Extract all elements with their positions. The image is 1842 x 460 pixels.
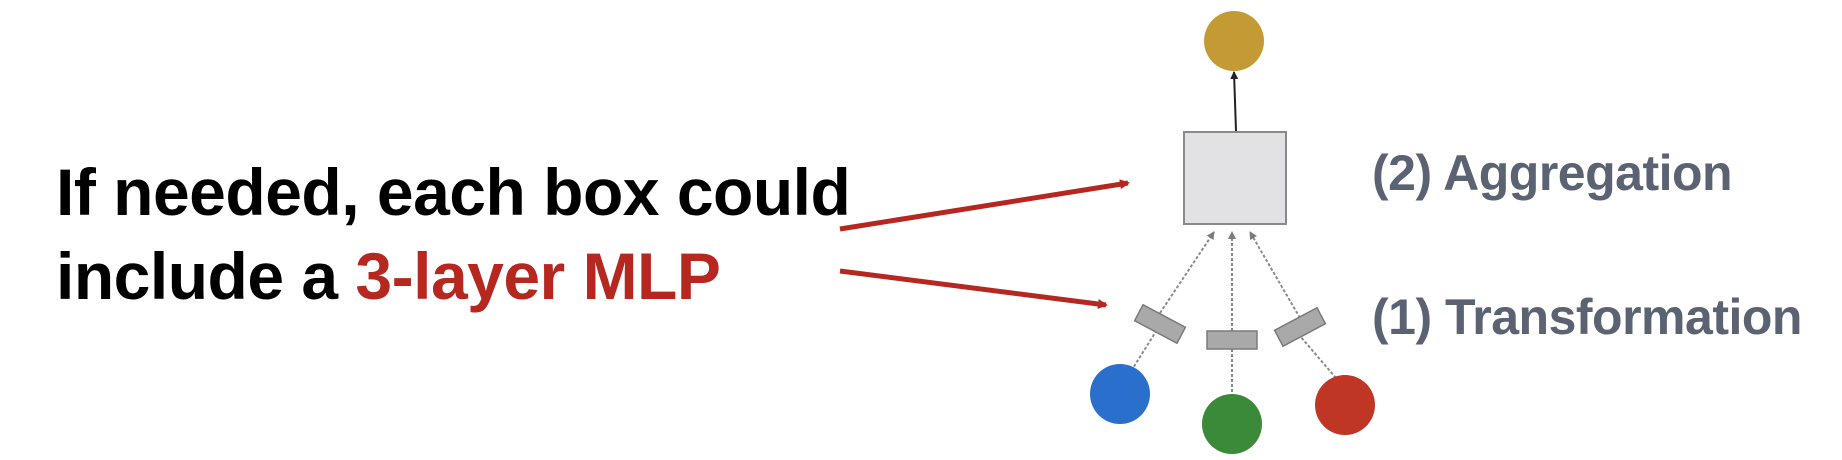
transform-box-right (1273, 306, 1327, 348)
edge-aggregation-to-output (1230, 71, 1239, 132)
input-node-blue (1090, 364, 1150, 424)
transform-box-left (1133, 303, 1187, 345)
input-node-green (1202, 394, 1262, 454)
output-node (1204, 11, 1264, 71)
annotation-line-2: include a 3-layer MLP (56, 234, 850, 318)
edge-transform-right-to-aggregation (1249, 231, 1301, 319)
edge-red-to-transform (1299, 335, 1337, 379)
arrow-to-transformation-boxes (839, 268, 1108, 309)
mlp-annotation: If needed, each box could include a 3-la… (56, 150, 851, 318)
edge-blue-to-transform (1117, 324, 1161, 393)
edge-transform-left-to-aggregation (1159, 231, 1215, 314)
aggregation-label: (2) Aggregation (1372, 145, 1733, 201)
annotation-line-1: If needed, each box could (56, 155, 851, 229)
transformation-label: (1) Transformation (1372, 289, 1802, 345)
input-node-red (1315, 375, 1375, 435)
aggregation-box (1183, 131, 1287, 225)
transform-box-middle (1206, 330, 1258, 350)
annotation-highlight: 3-layer MLP (355, 239, 721, 313)
annotation-line-2-prefix: include a (56, 239, 356, 313)
arrow-to-aggregation-box (839, 179, 1130, 232)
